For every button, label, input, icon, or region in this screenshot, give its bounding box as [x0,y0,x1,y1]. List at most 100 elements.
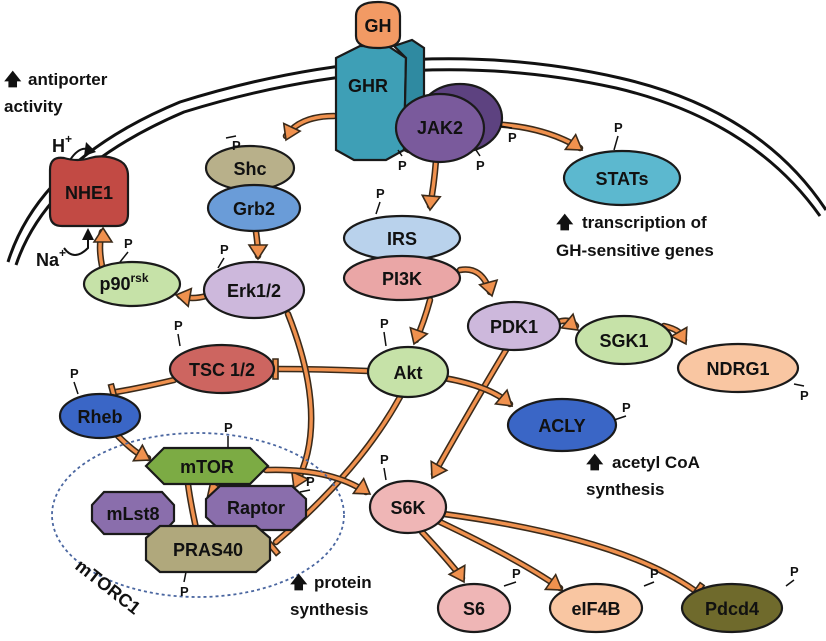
p-mark-raptor-label: P [306,474,315,489]
arrow-s6k-to-eif4b [436,518,564,592]
jak2-label: JAK2 [417,118,463,138]
svg-text:p90rsk: p90rsk [99,271,148,294]
connection-layer [92,112,706,604]
acly-label: ACLY [538,416,585,436]
p-mark-erk: P [217,242,229,269]
note-acetyl-line1: acetyl CoA [612,453,700,472]
p-mark-irs-label: P [376,186,385,201]
p-mark-ndrg1: P [793,383,809,403]
pdk1-label: PDK1 [490,317,538,337]
note-transcription-line2: GH-sensitive genes [556,241,714,260]
irs-label: IRS [387,229,417,249]
s6k-label: S6K [390,498,425,518]
nhe1-node: NHE1 [48,155,130,228]
arrow-mtor-to-s6k [262,466,372,496]
arrow-grb2-to-erk [247,228,269,261]
pi3k-label: PI3K [382,269,422,289]
note-protein: 🡅 protein synthesis [290,573,372,619]
tsc-node: TSC 1/2 [168,343,276,395]
p-mark-jak2-1: P [475,149,485,173]
s6k-node: S6K [368,479,448,535]
gh-label: GH [365,16,392,36]
p-mark-jak2-2-label: P [508,130,517,145]
p-mark-ghr-1-label: P [398,158,407,173]
arrow-erk-to-raptor [284,310,315,490]
rheb-label: Rheb [78,407,123,427]
p-mark-rheb: P [70,366,79,395]
eif4b-node: eIF4B [548,582,644,634]
raptor-node: Raptor [204,484,308,532]
p-mark-raptor: P [299,474,315,493]
inhibit-akt-to-tsc [272,358,372,380]
p-mark-mtor-label: P [224,420,233,435]
pi3k-node: PI3K [342,254,462,302]
s6-node: S6 [436,582,512,634]
acly-node: ACLY [506,397,618,453]
mtorc1-complex-boundary [51,432,345,598]
p90rsk-superscript: rsk [131,271,149,285]
note-transcription: 🡅 transcription of GH-sensitive genes [556,213,714,260]
p-mark-pras40: P [180,571,189,599]
p-mark-s6k-label: P [380,452,389,467]
p-mark-tsc-label: P [174,318,183,333]
mtorc1-label: mTORC1 [72,555,145,618]
nhe1-label: NHE1 [65,183,113,203]
svg-text:H+: H+ [52,132,72,156]
p-mark-akt: P [380,316,389,347]
note-acetyl-line2: synthesis [586,480,664,499]
pdcd4-node: Pdcd4 [680,582,784,634]
tsc-label: TSC 1/2 [189,360,255,380]
note-protein-line1: protein [314,573,372,592]
inhibit-pras40-to-mtor [177,478,200,532]
ndrg1-node: NDRG1 [676,342,800,394]
irs-node: IRS [342,214,462,262]
arrow-ghr-to-shc [282,112,338,142]
stats-node: STATs [562,149,682,207]
p-mark-erk-label: P [220,242,229,257]
arrow-rheb-to-mtor [114,432,152,462]
shc-label: Shc [233,159,266,179]
p-mark-jak2-2: P [499,125,517,145]
h-ion-label: H [52,136,65,156]
erk-node: Erk1/2 [202,260,306,320]
p-mark-akt-label: P [380,316,389,331]
arrow-sgk1-to-ndrg1 [660,322,688,346]
grb2-node: Grb2 [206,183,302,233]
arrow-pdk1-to-s6k [430,346,510,480]
ion-flow-arrows [63,142,96,256]
up-arrow-icon: 🡅 [290,573,308,592]
sgk1-node: SGK1 [574,314,674,366]
p-mark-p90rsk: P [119,236,133,263]
note-protein-line2: synthesis [290,600,368,619]
na-ion: Na+ [36,246,66,270]
arrow-erk-to-p90rsk [174,287,210,308]
p-mark-ndrg1-label: P [800,388,809,403]
p-mark-rheb-label: P [70,366,79,381]
p-mark-acly: P [613,400,631,421]
pdcd4-label: Pdcd4 [705,599,759,619]
p-mark-stats-label: P [614,120,623,135]
p-mark-eif4b: P [643,566,659,587]
erk-label: Erk1/2 [227,281,281,301]
p-mark-s6k: P [380,452,389,481]
p-mark-eif4b-label: P [650,566,659,581]
ghr-label: GHR [348,76,388,96]
arrow-p90rsk-to-nhe1 [92,226,114,270]
p90rsk-node: p90rsk [82,260,182,308]
stats-label: STATs [596,169,649,189]
pdk1-node: PDK1 [466,300,562,352]
mtor-node: mTOR [144,446,270,486]
p-mark-stats: P [613,120,623,151]
pras40-node: PRAS40 [144,524,272,574]
p-mark-p90rsk-label: P [124,236,133,251]
h-ion-charge: + [65,132,72,146]
note-antiporter-line2: activity [4,97,63,116]
note-transcription-line1: transcription of [582,213,707,232]
ndrg1-label: NDRG1 [706,359,769,379]
raptor-label: Raptor [227,498,285,518]
p-mark-ghr-1: P [397,149,407,173]
gh-node: GH [354,0,402,50]
note-antiporter: 🡅 antiporter activity [4,70,108,116]
